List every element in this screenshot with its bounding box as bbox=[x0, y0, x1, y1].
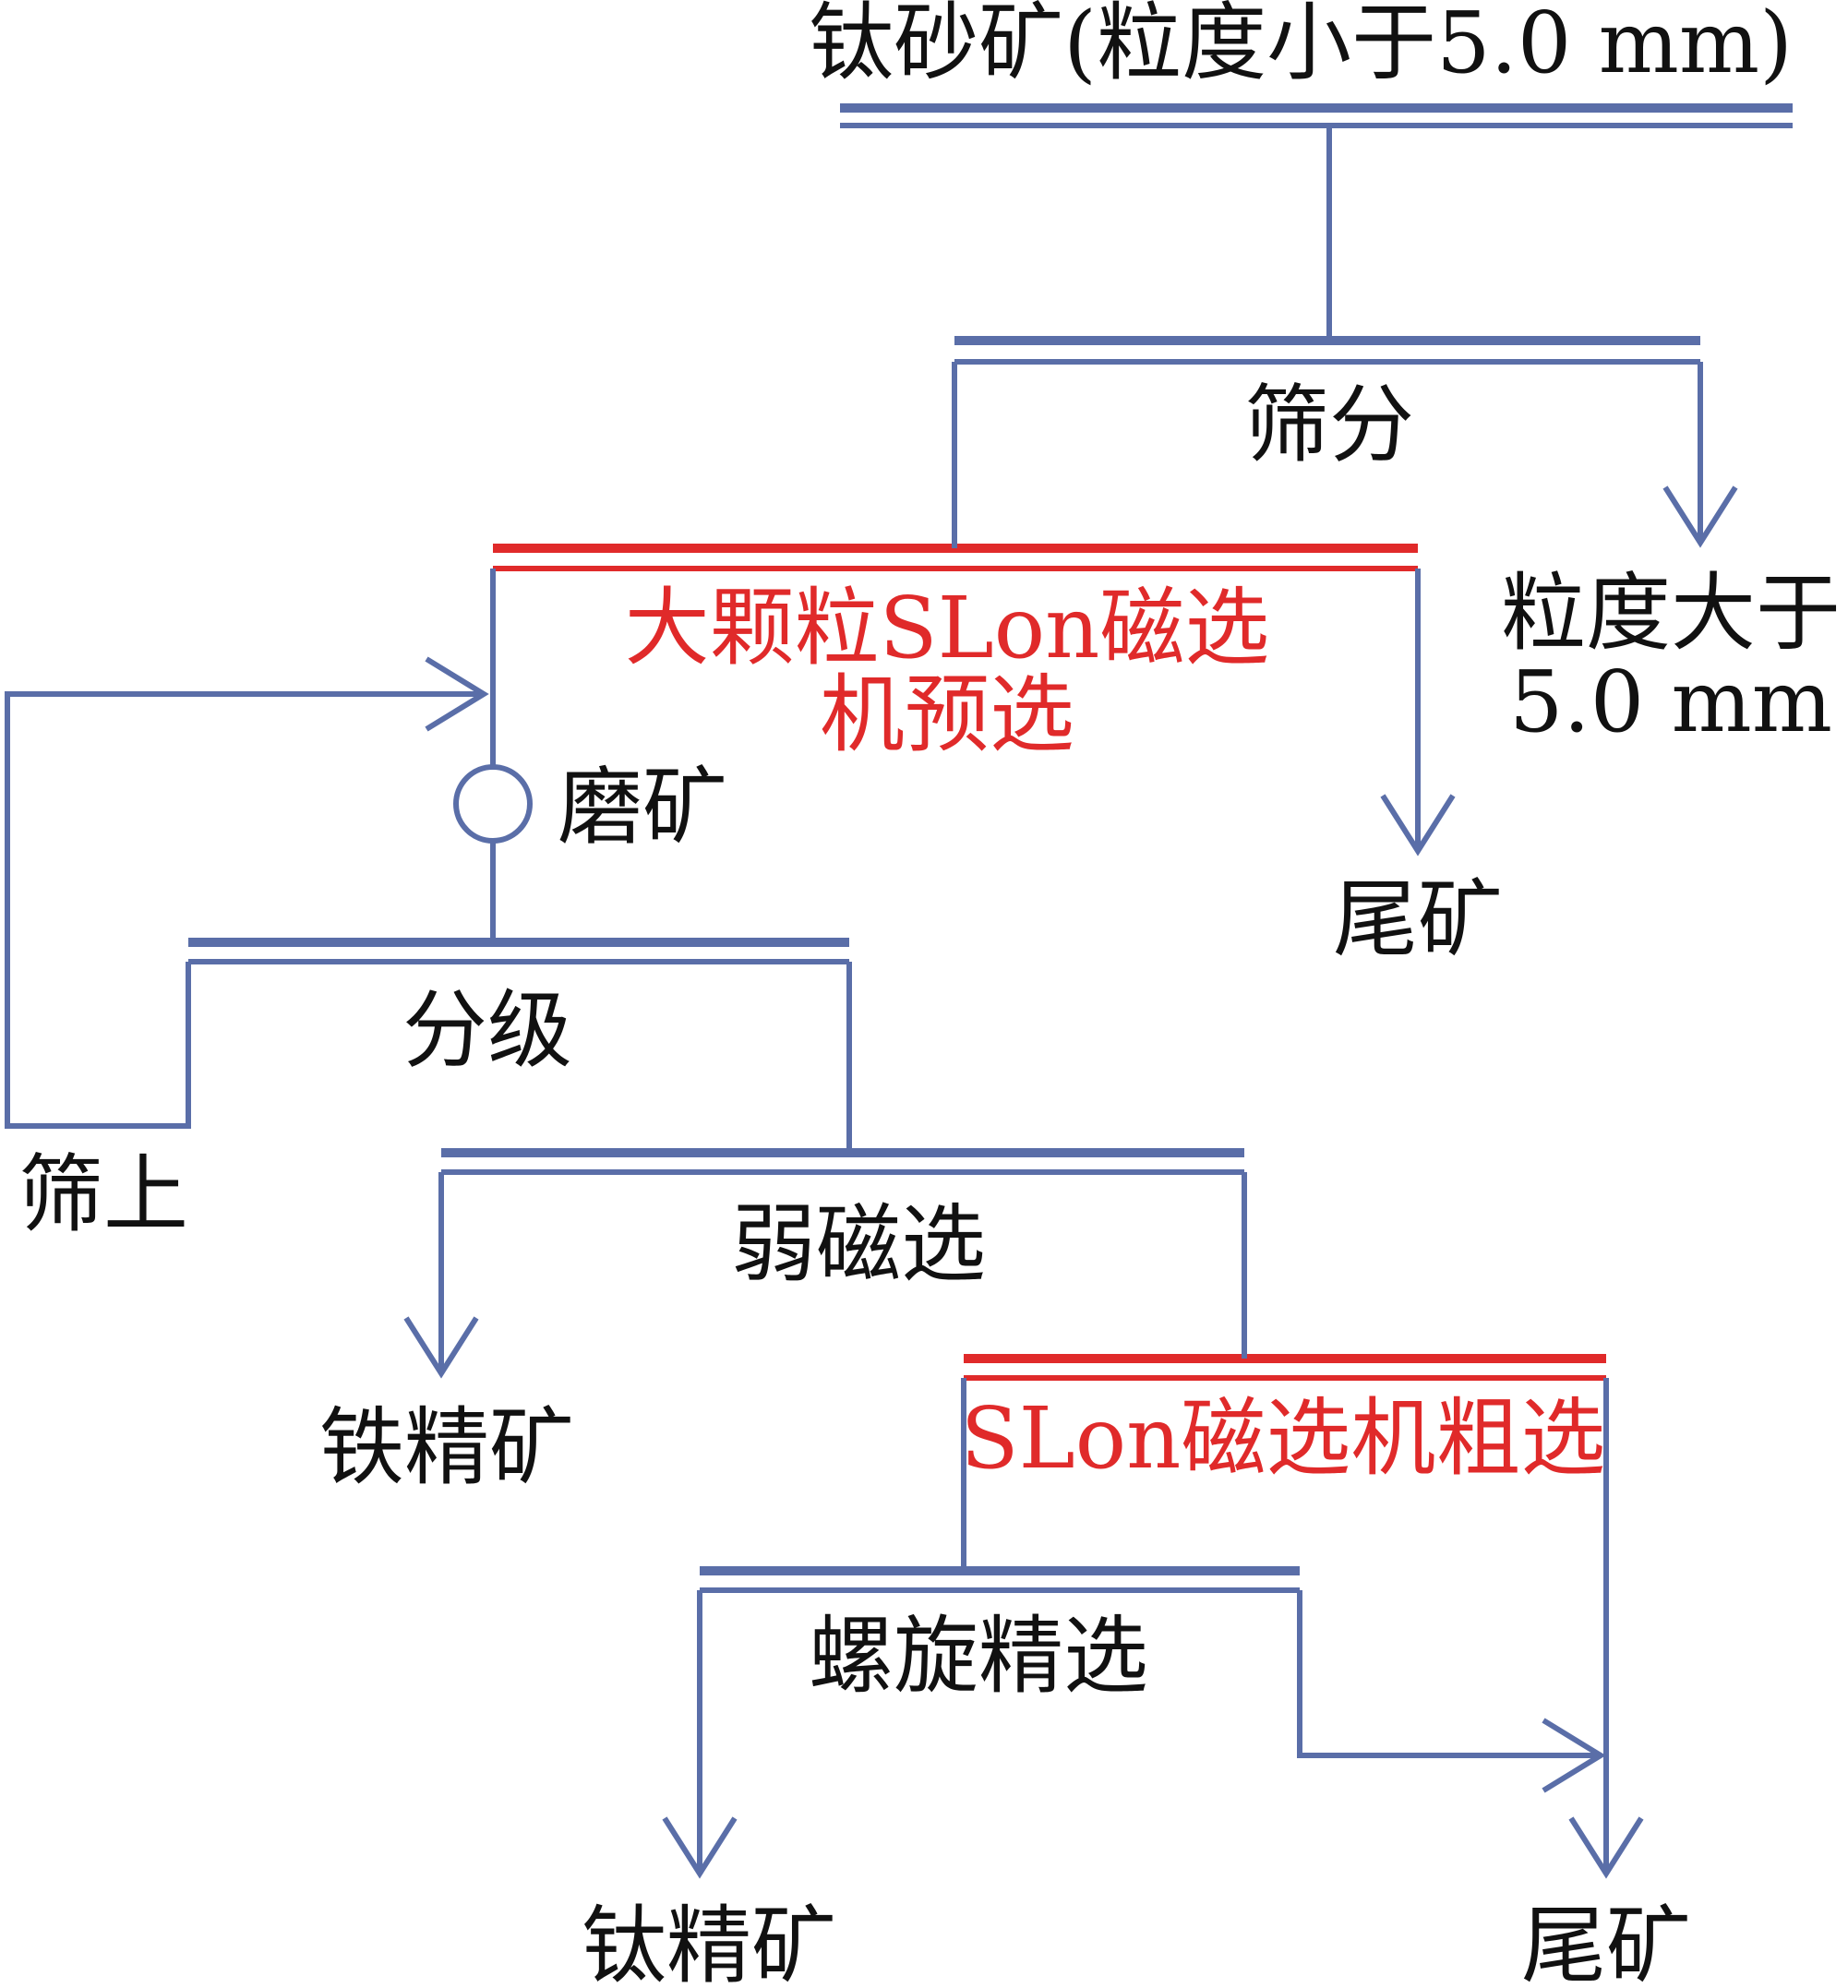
weak-magnetic-label: 弱磁选 bbox=[731, 1195, 986, 1294]
weak-magnetic-bar bbox=[441, 1148, 1244, 1175]
screening-bar bbox=[954, 336, 1700, 365]
iron-concentrate-label: 铁精矿 bbox=[319, 1398, 574, 1497]
flow-lines bbox=[5, 126, 1703, 1874]
spiral-tailings-line bbox=[1297, 1590, 1601, 1758]
arrow-head-recycle bbox=[425, 656, 489, 732]
arrow-head-pre-tailings bbox=[1380, 794, 1456, 856]
classification-label: 分级 bbox=[402, 981, 572, 1080]
oversize-label-line2: 5.0 mm bbox=[1509, 653, 1832, 751]
feed-label: 钛砂矿(粒度小于5.0 mm) bbox=[809, 0, 1793, 92]
classification-oversize-label: 筛上 bbox=[18, 1145, 188, 1244]
pre-separation-label-line2: 机预选 bbox=[820, 665, 1074, 764]
rougher-bar bbox=[964, 1354, 1606, 1381]
spiral-bar bbox=[700, 1566, 1300, 1593]
arrow-head-spiral-tailings bbox=[1542, 1718, 1606, 1793]
arrow-head-titanium-concentrate bbox=[662, 1816, 738, 1879]
arrow-head-oversize bbox=[1662, 485, 1738, 548]
pre-separation-bar bbox=[493, 544, 1418, 571]
pre-separation-label-line1: 大颗粒SLon磁选 bbox=[625, 579, 1270, 677]
spiral-label: 螺旋精选 bbox=[809, 1607, 1148, 1706]
arrow-head-iron-concentrate bbox=[403, 1316, 479, 1379]
grinding-label: 磨矿 bbox=[558, 758, 727, 856]
final-tailings-label: 尾矿 bbox=[1521, 1897, 1691, 1988]
classification-bar bbox=[188, 938, 849, 964]
pre-separation-tailings-label: 尾矿 bbox=[1333, 870, 1503, 969]
grinding-mill-symbol bbox=[453, 764, 533, 844]
oversize-label-line1: 粒度大于 bbox=[1501, 564, 1841, 663]
rougher-label: SLon磁选机粗选 bbox=[961, 1389, 1606, 1488]
arrow-heads bbox=[403, 485, 1738, 1879]
arrow-head-final-tailings bbox=[1568, 1816, 1644, 1879]
feed-bar bbox=[840, 103, 1793, 128]
titanium-concentrate-label: 钛精矿 bbox=[582, 1897, 836, 1988]
recycle-line bbox=[5, 691, 484, 1129]
screening-label: 筛分 bbox=[1244, 376, 1414, 474]
